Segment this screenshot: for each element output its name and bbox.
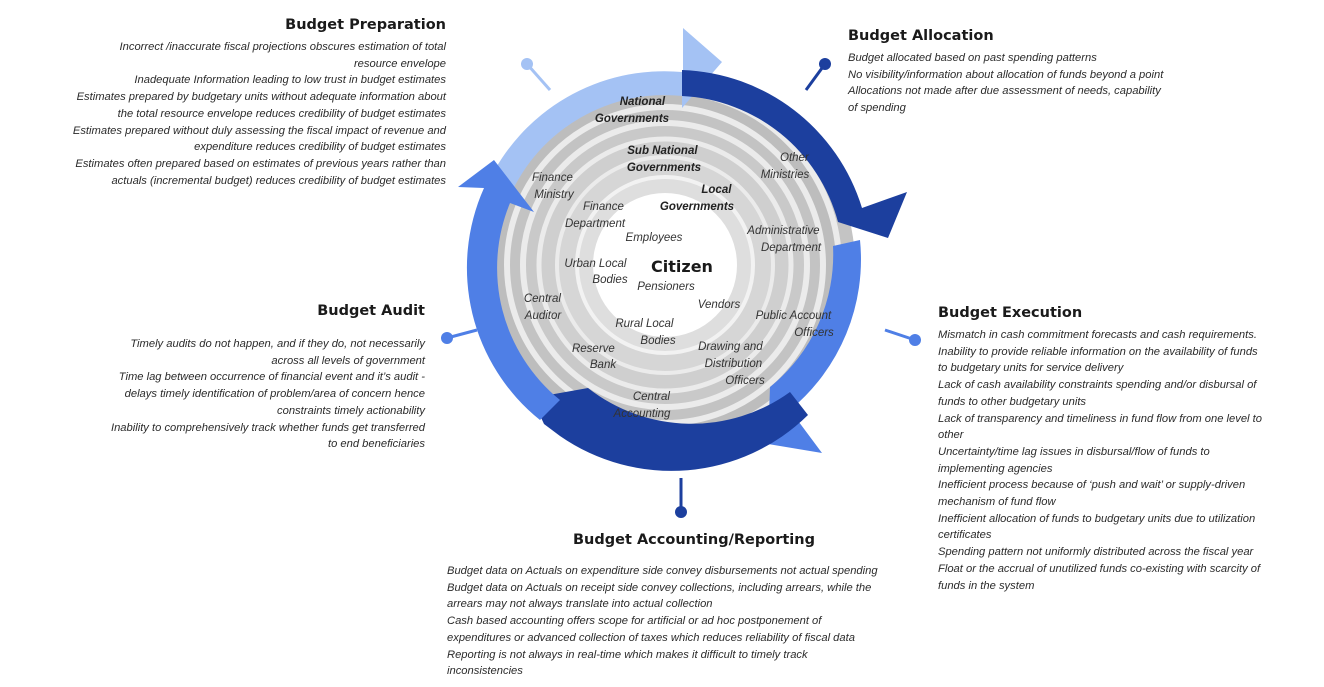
stage-title-accounting: Budget Accounting/Reporting <box>573 532 815 548</box>
stage-line: Time lag between occurrence of financial… <box>118 371 425 384</box>
connector-dot-accounting <box>675 506 687 518</box>
stage-line: funds in the system <box>938 579 1035 592</box>
stage-line: mechanism of fund flow <box>938 496 1056 509</box>
stage-lines-audit: Timely audits do not happen, and if they… <box>65 336 425 453</box>
ring-label-national: National Governments <box>595 96 669 125</box>
stage-line: Timely audits do not happen, and if they… <box>130 338 425 350</box>
entity-reserve-bank: Reserve Bank <box>572 343 618 371</box>
stage-line: Cash based accounting offers scope for a… <box>447 615 822 628</box>
stage-title-allocation: Budget Allocation <box>848 28 994 44</box>
stage-lines-accounting: Budget data on Actuals on expenditure si… <box>447 563 917 680</box>
stage-line: Lack of cash availability constraints sp… <box>938 379 1257 392</box>
center-citizen: Citizen <box>651 257 713 276</box>
stage-line: constraints timely actionability <box>277 404 425 417</box>
connector-dot-execution <box>909 334 921 346</box>
stage-line: Inability to comprehensively track wheth… <box>110 421 425 434</box>
stage-line: to budgetary units for service delivery <box>938 362 1124 375</box>
entity-urban-local-bodies: Urban Local Bodies <box>564 258 629 286</box>
stage-line: expenditures or advanced collection of t… <box>447 631 855 644</box>
arrow-preparation <box>487 28 722 196</box>
stage-line: delays timely identification of problem/… <box>124 388 425 401</box>
stage-title-preparation: Budget Preparation <box>285 17 446 33</box>
entity-public-account-officers: Public Account Officers <box>756 310 835 339</box>
entity-central-auditor: Central Auditor <box>524 293 564 322</box>
stage-line: actuals (incremental budget) reduces cre… <box>111 174 446 187</box>
stage-lines-preparation: Incorrect /inaccurate fiscal projections… <box>6 39 446 189</box>
arrow-allocation <box>682 70 907 238</box>
stage-line: to end beneficiaries <box>327 438 425 451</box>
stage-line: Estimates often prepared based on estima… <box>75 157 446 170</box>
entity-vendors: Vendors <box>698 299 741 311</box>
stage-line: Lack of transparency and timeliness in f… <box>938 412 1262 425</box>
entity-drawing-distribution-officers: Drawing and Distribution Officers <box>698 341 766 387</box>
stage-line: Float or the accrual of unutilized funds… <box>938 562 1261 575</box>
stage-title-execution: Budget Execution <box>938 305 1083 321</box>
entity-central-accounting: Central Accounting <box>613 391 674 420</box>
arrow-audit <box>458 160 560 420</box>
stage-line: Estimates prepared without duly assessin… <box>72 124 446 137</box>
connector-dot-audit <box>441 332 453 344</box>
stage-line: Inability to provide reliable informatio… <box>938 345 1258 358</box>
stage-budget-audit: Budget Audit Timely audits do not happen… <box>65 302 425 453</box>
stage-line: Allocations not made after due assessmen… <box>848 85 1161 98</box>
stage-line: Inadequate Information leading to low tr… <box>134 74 446 87</box>
stage-budget-allocation: Budget Allocation Budget allocated based… <box>848 27 1208 117</box>
stage-title-audit: Budget Audit <box>317 303 425 319</box>
stage-line: Uncertainty/time lag issues in disbursal… <box>938 445 1210 458</box>
stage-line: of spending <box>848 102 906 115</box>
entity-pensioners: Pensioners <box>637 281 695 293</box>
connector-lines <box>441 58 921 518</box>
stage-line: certificates <box>938 529 992 542</box>
stage-line: Budget data on Actuals on receipt side c… <box>447 581 872 594</box>
stage-line: arrears may not always translate into ac… <box>447 598 713 611</box>
stage-lines-allocation: Budget allocated based on past spending … <box>848 50 1208 117</box>
stage-line: Inefficient process because of ‘push and… <box>938 479 1246 492</box>
entity-finance-ministry: Finance Ministry <box>532 172 576 201</box>
stage-lines-execution: Mismatch in cash commitment forecasts an… <box>938 327 1308 594</box>
stage-line: implementing agencies <box>938 462 1053 475</box>
entity-rural-local-bodies: Rural Local Bodies <box>615 318 676 347</box>
stage-line: expenditure reduces credibility of budge… <box>194 141 446 154</box>
connector-dot-allocation <box>819 58 831 70</box>
stage-line: the total resource envelope reduces cred… <box>117 107 446 120</box>
stage-budget-execution: Budget Execution Mismatch in cash commit… <box>938 304 1308 594</box>
stage-line: Incorrect /inaccurate fiscal projections… <box>119 41 446 53</box>
arrow-accounting <box>532 388 808 471</box>
entity-finance-department: Finance Department <box>565 201 627 230</box>
stage-line: Reporting is not always in real-time whi… <box>447 648 808 661</box>
cycle-arrows <box>458 28 907 471</box>
stage-budget-preparation: Budget Preparation Incorrect /inaccurate… <box>6 16 446 189</box>
connector-dot-preparation <box>521 58 533 70</box>
stage-line: Spending pattern not uniformly distribut… <box>938 546 1254 559</box>
stage-line: Budget data on Actuals on expenditure si… <box>447 565 878 577</box>
stage-line: across all levels of government <box>271 354 425 367</box>
wheel-labels: National Governments Sub National Govern… <box>524 96 835 420</box>
stage-line: Mismatch in cash commitment forecasts an… <box>938 329 1257 341</box>
citizen-core <box>593 193 737 337</box>
stage-line: other <box>938 429 964 442</box>
stage-line: Budget allocated based on past spending … <box>848 52 1097 64</box>
stage-line: Estimates prepared by budgetary units wi… <box>76 91 446 104</box>
stage-line: inconsistencies <box>447 665 523 678</box>
entity-other-ministries: Other Ministries <box>761 152 812 181</box>
stage-budget-accounting-reporting: Budget Accounting/Reporting Budget data … <box>447 531 917 680</box>
entity-employees: Employees <box>626 232 683 244</box>
stage-line: Inefficient allocation of funds to budge… <box>938 512 1256 525</box>
stage-line: No visibility/information about allocati… <box>848 68 1164 81</box>
ring-label-local: Local Governments <box>660 184 735 213</box>
stage-line: funds to other budgetary units <box>938 395 1087 408</box>
entity-administrative-department: Administrative Department <box>746 225 822 254</box>
ring-label-sub-national: Sub National Governments <box>627 145 701 174</box>
stage-line: resource envelope <box>353 57 446 70</box>
